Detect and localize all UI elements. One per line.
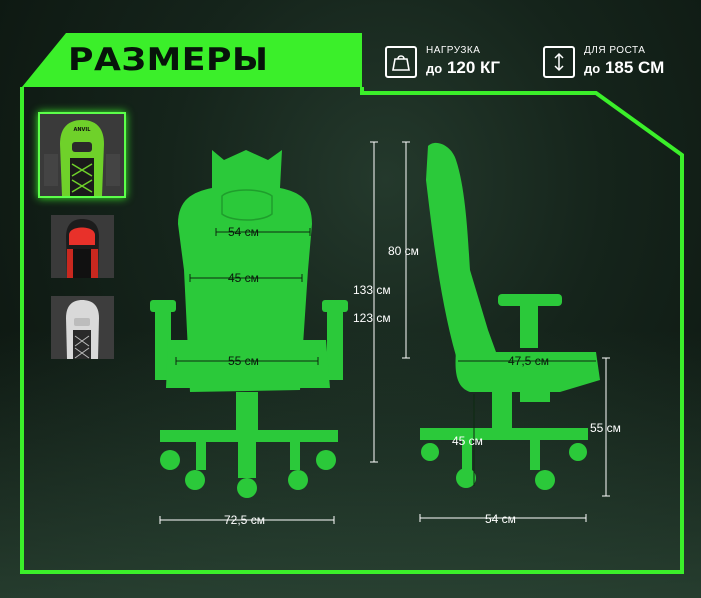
spec-height: ДЛЯ РОСТА до 185 СМ [543, 40, 664, 84]
chair-side-view [420, 142, 600, 490]
dim-base-width: 72,5 см [224, 513, 265, 527]
title-banner [22, 33, 362, 87]
variant-green-logo: ANVIL [74, 127, 92, 133]
spec-load-label: НАГРУЗКА [426, 44, 481, 56]
variant-white-thumb[interactable] [51, 296, 114, 359]
spec-load-value: до 120 КГ [426, 57, 501, 77]
height-arrows-icon [543, 46, 575, 78]
dimension-lines [159, 141, 610, 524]
dim-base-depth: 54 см [485, 512, 516, 526]
variant-red-thumb[interactable] [51, 215, 114, 278]
dim-total-height-min: 123 см [353, 311, 391, 325]
dim-seat-height-max: 55 см [590, 421, 621, 435]
dim-back-middle-width: 45 см [228, 271, 259, 285]
spec-load: НАГРУЗКА до 120 КГ [385, 40, 500, 84]
dim-total-height-max: 133 см [353, 283, 391, 297]
dim-backrest-width: 54 см [228, 225, 259, 239]
dim-seat-height-min: 45 см [452, 434, 483, 448]
dim-seat-width: 55 см [228, 354, 259, 368]
dim-seat-depth: 47,5 см [508, 354, 549, 368]
front-pillow-lines [221, 189, 273, 221]
weight-bag-icon [385, 46, 417, 78]
variant-green-thumb[interactable]: ANVIL [38, 112, 126, 198]
chair-front-view [150, 150, 348, 498]
spec-height-label: ДЛЯ РОСТА [584, 44, 646, 56]
frame-outline [20, 87, 684, 574]
page-title: РАЗМЕРЫ [68, 42, 269, 78]
spec-height-value: до 185 СМ [584, 57, 665, 77]
dim-backrest-height: 80 см [388, 244, 419, 258]
